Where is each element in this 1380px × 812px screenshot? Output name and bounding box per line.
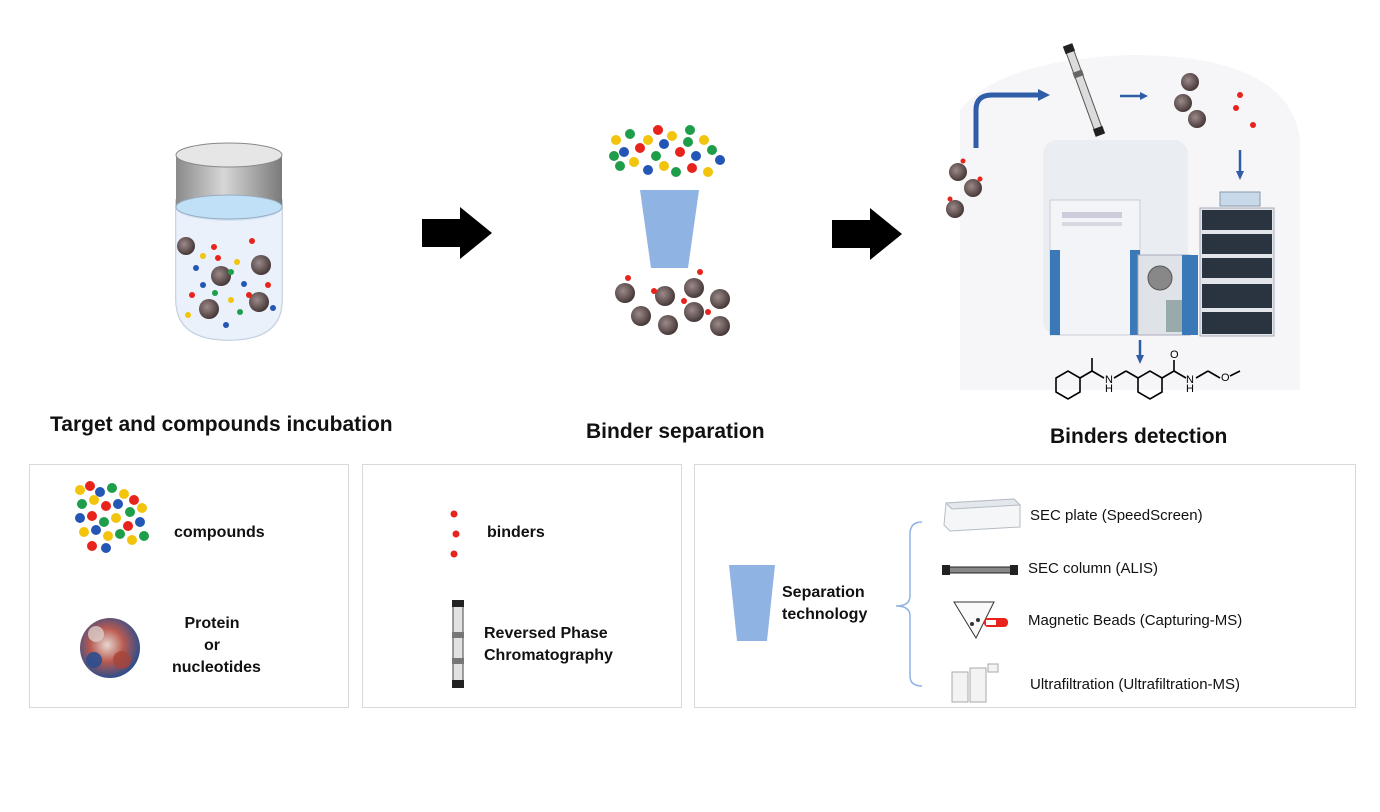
sec-column-icon <box>942 565 1018 575</box>
stage-title-separation: Binder separation <box>586 420 765 443</box>
technique-label-magnetic-beads: Magnetic Beads (Capturing-MS) <box>1028 612 1243 629</box>
rp-label-line1: Reversed Phase <box>484 625 608 642</box>
technique-label-sec-column: SEC column (ALIS) <box>1028 560 1159 577</box>
protein-icon <box>80 618 140 678</box>
technique-label-ultrafiltration: Ultrafiltration (Ultrafiltration-MS) <box>1030 676 1241 693</box>
protein-label-line3: nucleotides <box>172 659 261 676</box>
sec-plate-icon <box>943 498 1022 532</box>
separation-label-line2: technology <box>782 606 868 623</box>
protein-label: Protein or nucleotides <box>172 613 261 679</box>
rp-label-line2: Chromatography <box>484 647 613 664</box>
binders-label: binders <box>487 524 545 541</box>
bracket <box>895 521 923 687</box>
protein-label-line2: or <box>204 637 220 654</box>
technique-label-sec-plate: SEC plate (SpeedScreen) <box>1030 507 1203 524</box>
protein-label-line1: Protein <box>184 615 240 632</box>
stage-title-detection: Binders detection <box>1050 425 1228 448</box>
arrow-right-icon <box>422 207 492 259</box>
separation-technology-icon <box>729 565 775 641</box>
binders-icon <box>450 510 460 558</box>
svg-text:H: H <box>1186 383 1194 395</box>
stage-title-incubation: Target and compounds incubation <box>50 413 393 436</box>
rp-column-icon <box>452 600 464 688</box>
separation-label-line1: Separation <box>782 584 865 601</box>
svg-text:O: O <box>1221 372 1230 384</box>
legend-box-binders <box>362 464 682 708</box>
arrow-right-icon <box>832 208 902 260</box>
compounds-icon <box>75 481 149 553</box>
compounds-label: compounds <box>174 524 265 541</box>
svg-text:N: N <box>1105 374 1113 386</box>
svg-text:O: O <box>1170 349 1179 361</box>
svg-text:N: N <box>1186 374 1194 386</box>
legend-box-separation <box>694 464 1356 708</box>
svg-text:H: H <box>1105 383 1113 395</box>
separation-label: Separation technology <box>782 582 867 626</box>
magnetic-beads-icon <box>953 601 1008 640</box>
ultrafiltration-icon <box>951 663 999 703</box>
rp-label: Reversed Phase Chromatography <box>484 623 613 667</box>
